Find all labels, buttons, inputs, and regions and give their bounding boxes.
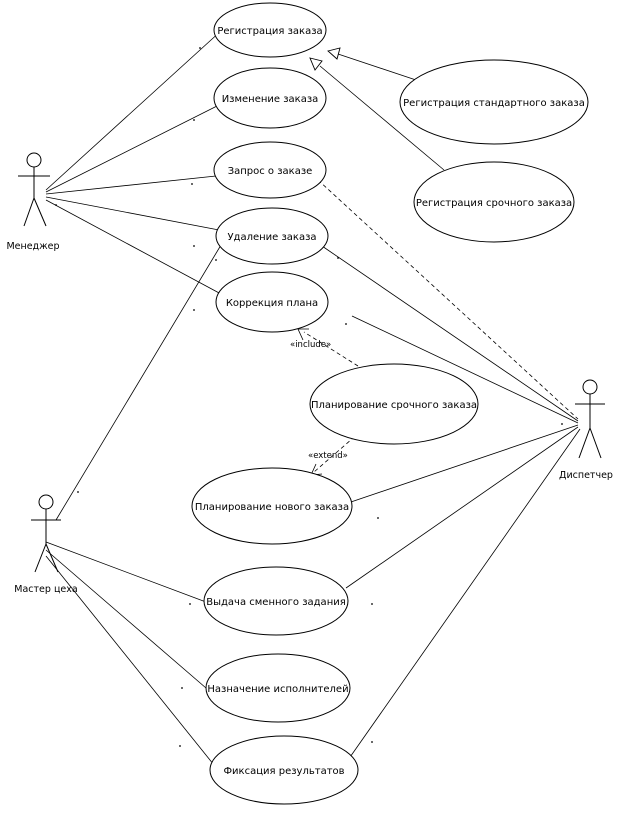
use-case-shift[interactable]: Выдача сменного задания: [203, 566, 349, 636]
use-case-label: Запрос о заказе: [228, 166, 313, 177]
assoc-master-delete: [55, 239, 225, 521]
extend-stereotype: «extend»: [308, 451, 348, 461]
generalization-urg-line: [319, 65, 445, 171]
assoc-manager-change: [45, 104, 220, 193]
generalization-urg-arrow: [309, 57, 323, 71]
use-case-change[interactable]: Изменение заказа: [213, 67, 327, 129]
use-case-label: Планирование срочного заказа: [311, 400, 477, 411]
actor-manager[interactable]: Менеджер: [6, 152, 60, 252]
use-case-correct[interactable]: Коррекция плана: [215, 271, 329, 333]
include-stereotype: «include»: [290, 340, 331, 350]
generalizations: [309, 47, 445, 171]
actor-dispatcher[interactable]: Диспетчер: [559, 379, 613, 481]
use-case-plan-new[interactable]: Планирование нового заказа: [191, 467, 353, 545]
actor-label: Менеджер: [6, 241, 59, 252]
assoc-master-fix: [45, 555, 219, 771]
use-case-delete[interactable]: Удаление заказа: [215, 207, 329, 265]
actor-head-icon: [582, 379, 598, 395]
actor-head-icon: [38, 494, 54, 510]
include-line: [303, 331, 359, 367]
use-case-label: Назначение исполнителей: [207, 684, 348, 695]
actor-head-icon: [26, 152, 42, 168]
assoc-dispatcher-shift: [345, 426, 579, 589]
assoc-manager-correct: [45, 199, 222, 295]
association-marks: [55, 47, 563, 747]
assoc-dispatcher-query: [317, 179, 579, 420]
use-case-label: Фиксация результатов: [223, 766, 344, 777]
use-case-label: Удаление заказа: [227, 232, 316, 243]
use-case-query[interactable]: Запрос о заказе: [213, 141, 327, 199]
use-case-label: Регистрация срочного заказа: [416, 198, 572, 209]
use-case-label: Регистрация заказа: [217, 26, 322, 37]
assoc-manager-query: [45, 175, 217, 195]
use-case-fix[interactable]: Фиксация результатов: [209, 735, 359, 805]
use-case-label: Выдача сменного задания: [206, 597, 346, 608]
use-case-reg[interactable]: Регистрация заказа: [213, 2, 327, 58]
use-case-label: Планирование нового заказа: [195, 502, 349, 513]
use-cases: Регистрация заказа Изменение заказа Запр…: [191, 2, 589, 805]
actor-label: Диспетчер: [559, 470, 613, 481]
use-case-label: Изменение заказа: [222, 94, 319, 105]
use-case-reg-std[interactable]: Регистрация стандартного заказа: [399, 59, 589, 145]
use-case-label: Коррекция плана: [226, 298, 318, 309]
assoc-manager-reg: [45, 29, 223, 191]
use-case-assign[interactable]: Назначение исполнителей: [205, 653, 351, 723]
associations: [45, 29, 581, 771]
use-case-plan-urgent[interactable]: Планирование срочного заказа: [309, 363, 479, 445]
use-case-reg-urg[interactable]: Регистрация срочного заказа: [413, 161, 575, 243]
generalization-std-arrow: [327, 47, 341, 60]
assoc-master-shift: [45, 541, 207, 603]
actor-label: Мастер цеха: [14, 584, 77, 595]
assoc-manager-delete: [45, 196, 220, 231]
use-case-label: Регистрация стандартного заказа: [403, 98, 585, 109]
assoc-dispatcher-fix: [347, 428, 581, 761]
assoc-dispatcher-plan-new: [344, 424, 579, 505]
assoc-master-assign: [45, 549, 207, 689]
generalization-std-line: [337, 53, 417, 81]
actor-master[interactable]: Мастер цеха: [14, 494, 78, 595]
assoc-dispatcher-delete: [321, 245, 579, 422]
assoc-dispatcher-correct: [351, 315, 579, 424]
